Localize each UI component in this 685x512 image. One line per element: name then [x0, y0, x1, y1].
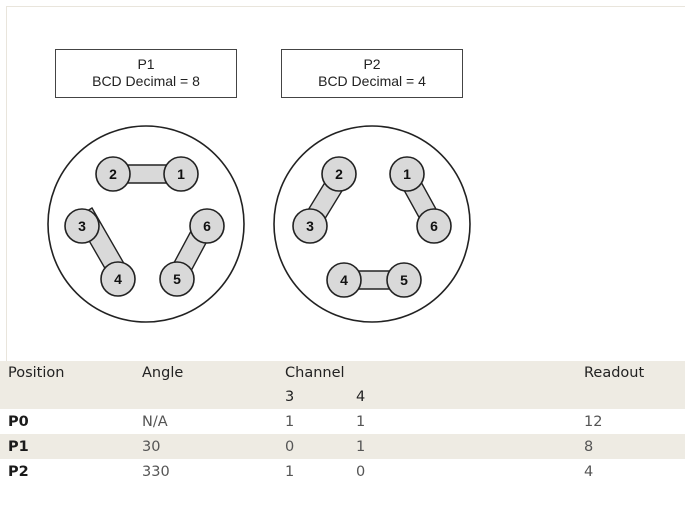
valve-p2-name: P2: [363, 56, 381, 72]
subheader-channel-4: 4: [348, 385, 576, 409]
table-header-row: Position Angle Channel Readout: [0, 361, 685, 385]
port-4: 4: [326, 262, 362, 298]
cell-readout: 4: [584, 463, 594, 480]
cell-readout: 8: [576, 434, 685, 459]
svg-text:1: 1: [177, 166, 185, 182]
header-position: Position: [0, 361, 134, 385]
svg-text:2: 2: [109, 166, 117, 182]
svg-text:4: 4: [114, 271, 122, 287]
table-row: P2 330 1 0 4: [0, 459, 685, 484]
subheader-channel-3: 3: [277, 385, 348, 409]
header-angle: Angle: [134, 361, 277, 385]
cell-angle: 30: [134, 434, 277, 459]
valve-p1-name: P1: [137, 56, 155, 72]
cell-angle: N/A: [142, 413, 168, 430]
port-5: 5: [159, 261, 195, 297]
svg-text:5: 5: [173, 271, 181, 287]
cell-ch4: 0: [356, 463, 366, 480]
port-3: 3: [292, 208, 328, 244]
svg-text:3: 3: [306, 218, 314, 234]
valve-p1: 2 1 3 6 4 5: [47, 125, 245, 323]
cell-ch3: 1: [285, 463, 295, 480]
port-1: 1: [389, 156, 425, 192]
svg-text:4: 4: [340, 272, 348, 288]
port-6: 6: [416, 208, 452, 244]
cell-ch4: 1: [356, 413, 366, 430]
header-channel: Channel: [277, 361, 348, 385]
port-5: 5: [386, 262, 422, 298]
svg-text:5: 5: [400, 272, 408, 288]
valve-p1-label-box: P1 BCD Decimal = 8: [55, 49, 237, 98]
cell-position: P0: [8, 413, 29, 430]
port-1: 1: [163, 156, 199, 192]
valves-svg: 2 1 3 6 4 5 2 1 3 6 4 5: [47, 125, 471, 323]
valve-p2: 2 1 3 6 4 5: [273, 125, 471, 323]
cell-ch3: 1: [285, 413, 295, 430]
svg-text:6: 6: [430, 218, 438, 234]
cell-readout: 12: [584, 413, 603, 430]
table-subheader-row: 3 4: [0, 385, 685, 409]
cell-angle: 330: [142, 463, 170, 480]
cell-position: P1: [0, 434, 134, 459]
svg-text:2: 2: [335, 166, 343, 182]
valve-p1-caption: BCD Decimal = 8: [92, 73, 200, 89]
cell-position: P2: [8, 463, 29, 480]
table-row: P0 N/A 1 1 12: [0, 409, 685, 434]
svg-text:3: 3: [78, 218, 86, 234]
cell-ch3: 0: [277, 434, 348, 459]
valve-p2-caption: BCD Decimal = 4: [318, 73, 426, 89]
svg-text:1: 1: [403, 166, 411, 182]
table-row: P1 30 0 1 8: [0, 434, 685, 459]
port-2: 2: [95, 156, 131, 192]
position-table: Position Angle Channel Readout 3 4 P0 N/…: [0, 361, 685, 484]
port-3: 3: [64, 208, 100, 244]
port-2: 2: [321, 156, 357, 192]
header-readout: Readout: [576, 361, 685, 385]
valve-p2-label-box: P2 BCD Decimal = 4: [281, 49, 463, 98]
cell-ch4: 1: [348, 434, 576, 459]
port-4: 4: [100, 261, 136, 297]
svg-text:6: 6: [203, 218, 211, 234]
port-6: 6: [189, 208, 225, 244]
